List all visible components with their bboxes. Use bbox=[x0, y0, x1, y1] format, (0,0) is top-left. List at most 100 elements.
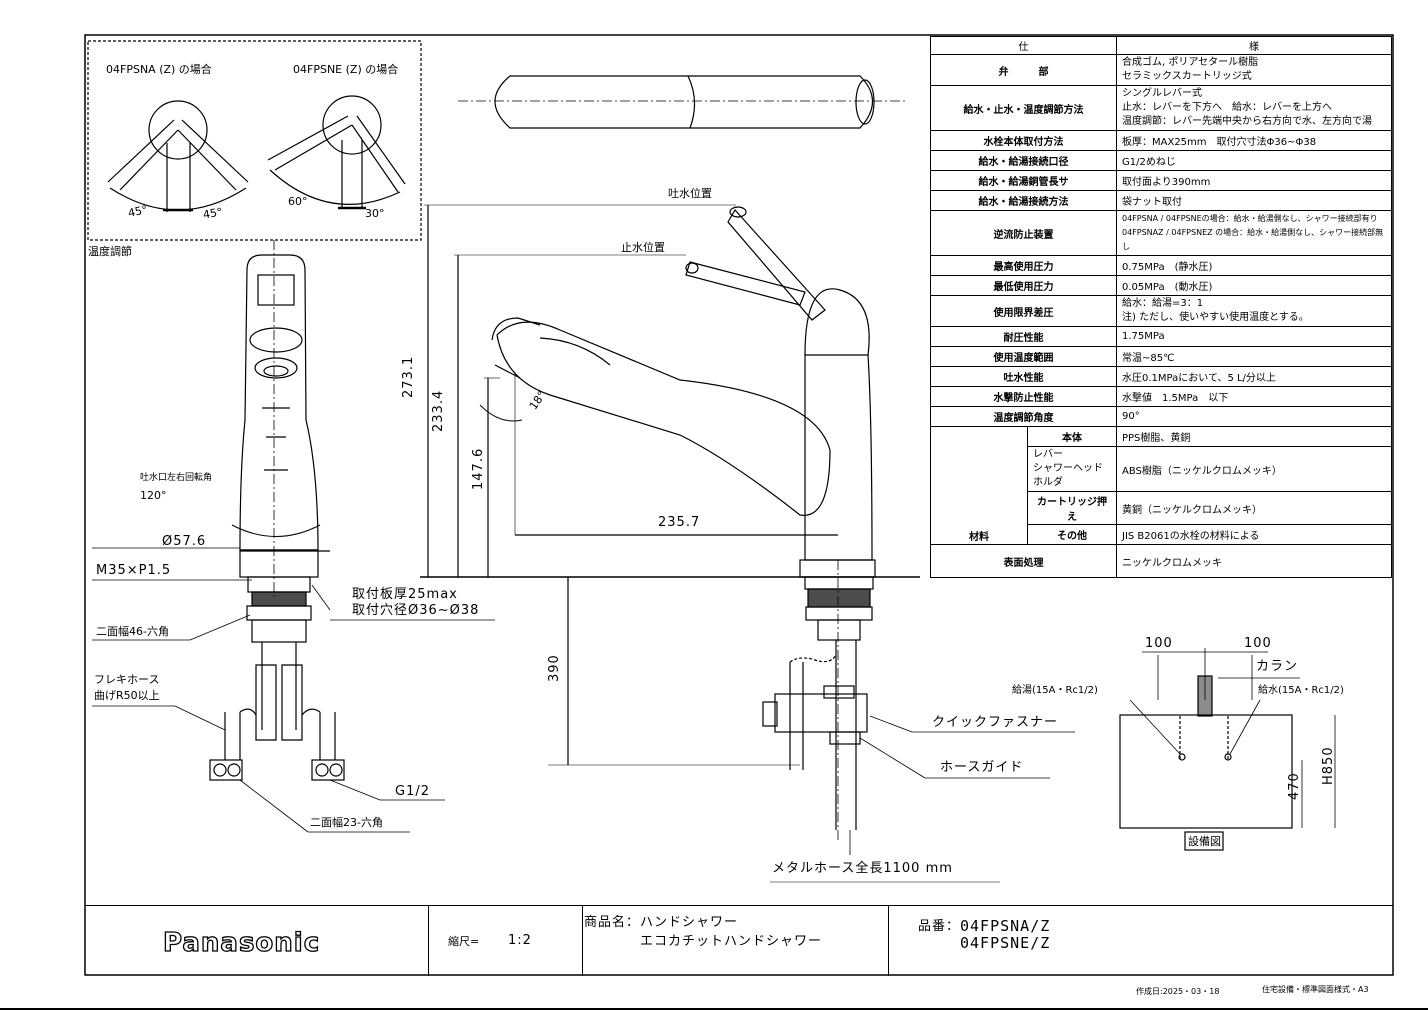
material-label: 材料 bbox=[930, 426, 1028, 545]
temp-range-label: 使用温度範囲 bbox=[930, 346, 1117, 367]
pmin-label: 最低使用圧力 bbox=[930, 275, 1117, 296]
other-label: その他 bbox=[1027, 524, 1117, 545]
control-value-line: シングルレバー式 bbox=[1122, 88, 1202, 99]
part-label: 品番： bbox=[918, 919, 961, 934]
lever-label-line: レバー bbox=[1033, 449, 1063, 460]
control-value-line: 止水：レバーを下方へ 給水：レバーを上方へ bbox=[1122, 102, 1332, 113]
dim-147: 147.6 bbox=[471, 447, 486, 490]
product-cell: 商品名： ハンドシャワー エコカチットハンドシャワー bbox=[582, 906, 889, 976]
scale-cell: 縮尺= 1:2 bbox=[428, 906, 583, 976]
pressure-label: 耐圧性能 bbox=[930, 326, 1117, 347]
karan-label: カラン bbox=[1256, 659, 1299, 674]
backflow-value-line: 04FPSNA / 04FPSNEの場合：給水・給湯側なし、シャワー接続部有り bbox=[1122, 214, 1378, 223]
plimit-value-line: 給水：給湯=3：1 bbox=[1122, 298, 1204, 309]
product-name-1: ハンドシャワー bbox=[640, 915, 739, 930]
pmax-value: 0.75MPa (静水圧) bbox=[1116, 255, 1392, 276]
temp-range-value: 常温~85℃ bbox=[1116, 346, 1392, 367]
surface-label: 表面処理 bbox=[930, 544, 1117, 578]
conn-value: 袋ナット取付 bbox=[1116, 190, 1392, 211]
height-470: 470 bbox=[1287, 772, 1302, 800]
temp-angle-value: 90° bbox=[1116, 406, 1392, 427]
spec-head-left: 仕 bbox=[930, 36, 1117, 55]
thread-label: M35×P1.5 bbox=[96, 563, 172, 578]
cartridge-value: 黄銅（ニッケルクロムメッキ） bbox=[1116, 491, 1392, 525]
pipe-value: 取付面より390mm bbox=[1116, 170, 1392, 191]
rotation-label: 吐水口左右回転角 bbox=[140, 473, 213, 483]
g-half-label: G1/2 bbox=[395, 784, 430, 799]
control-value: シングルレバー式止水：レバーを下方へ 給水：レバーを上方へ温度調節：レバー先端中… bbox=[1116, 85, 1392, 131]
drawing-format: 住宅設備・標準図面様式・A3 bbox=[1262, 985, 1369, 994]
control-label: 給水・止水・温度調節方法 bbox=[930, 85, 1117, 131]
brand-logo: Panasonic bbox=[162, 927, 321, 958]
backflow-value: 04FPSNA / 04FPSNEの場合：給水・給湯側なし、シャワー接続部有り 0… bbox=[1116, 210, 1392, 256]
product-label: 商品名： bbox=[584, 915, 641, 930]
valve-value-line: 合成ゴム, ポリアセタール樹脂 bbox=[1122, 57, 1259, 68]
variant-ne-label: 04FPSNE (Z) の場合 bbox=[293, 63, 399, 76]
part-number-2: 04FPSNE/Z bbox=[960, 934, 1051, 952]
conn-label: 給水・給湯接続方法 bbox=[930, 190, 1117, 211]
plimit-label: 使用限界差圧 bbox=[930, 295, 1117, 327]
valve-value: 合成ゴム, ポリアセタール樹脂セラミックスカートリッジ式 bbox=[1116, 54, 1392, 86]
rotation-angle: 120° bbox=[140, 489, 167, 502]
lever-label-line: ホルダ bbox=[1033, 477, 1063, 488]
hammer-value: 水撃値 1.5MPa 以下 bbox=[1116, 386, 1392, 407]
spout-position-label: 吐水位置 bbox=[668, 187, 712, 200]
spec-table: 仕様 弁 部合成ゴム, ポリアセタール樹脂セラミックスカートリッジ式 給水・止水… bbox=[930, 36, 1392, 578]
quick-fastener-label: クイックファスナー bbox=[932, 715, 1059, 730]
lever-value: ABS樹脂（ニッケルクロムメッキ） bbox=[1116, 446, 1392, 492]
part-cell: 品番： 04FPSNA/Z 04FPSNE/Z bbox=[888, 906, 1392, 976]
creation-date: 作成日:2025・03・18 bbox=[1136, 987, 1220, 996]
spec-head-right: 様 bbox=[1116, 36, 1392, 55]
pmax-label: 最高使用圧力 bbox=[930, 255, 1117, 276]
mount-label: 水栓本体取付方法 bbox=[930, 130, 1117, 151]
install-dim-right: 100 bbox=[1244, 636, 1272, 651]
backflow-value-line: 04FPSNAZ / 04FPSNEZ の場合：給水・給湯側なし、シャワー接続部… bbox=[1122, 228, 1384, 251]
other-value: JIS B2061の水栓の材料による bbox=[1116, 524, 1392, 545]
install-dim-left: 100 bbox=[1145, 636, 1173, 651]
hot-water-label: 給湯(15A・Rc1/2) bbox=[1012, 685, 1098, 696]
dim-235: 235.7 bbox=[658, 515, 701, 530]
pmin-value: 0.05MPa (動水圧) bbox=[1116, 275, 1392, 296]
hammer-label: 水撃防止性能 bbox=[930, 386, 1117, 407]
flow-label: 吐水性能 bbox=[930, 366, 1117, 387]
control-value-line: 温度調節：レバー先端中央から右方向で水、左方向で湯 bbox=[1122, 116, 1372, 127]
hex-23-label: 二面幅23-六角 bbox=[310, 816, 383, 829]
title-block: Panasonic 縮尺= 1:2 商品名： ハンドシャワー エコカチットハンド… bbox=[85, 905, 1393, 976]
stop-position-label: 止水位置 bbox=[621, 241, 665, 254]
mount-value: 板厚：MAX25mm 取付穴寸法Φ36~Φ38 bbox=[1116, 130, 1392, 151]
product-name-2: エコカチットハンドシャワー bbox=[640, 934, 823, 949]
hole-diameter-label: 取付穴径Ø36~Ø38 bbox=[352, 603, 480, 618]
valve-label: 弁 部 bbox=[930, 54, 1117, 86]
valve-value-line: セラミックスカートリッジ式 bbox=[1122, 71, 1252, 82]
diameter-label: Ø57.6 bbox=[162, 534, 207, 549]
plimit-value: 給水：給湯=3：1 注) ただし、使いやすい使用温度とする。 bbox=[1116, 295, 1392, 327]
metal-hose-label: メタルホース全長1100 mm bbox=[772, 861, 953, 876]
install-caption: 設備図 bbox=[1188, 835, 1221, 848]
plate-thickness-label: 取付板厚25max bbox=[352, 587, 458, 602]
brand-cell: Panasonic bbox=[85, 906, 429, 976]
flex-hose-label-1: フレキホース bbox=[94, 673, 160, 686]
hose-guide-label: ホースガイド bbox=[940, 760, 1024, 775]
dim-390: 390 bbox=[547, 654, 562, 682]
cold-water-label: 給水(15A・Rc1/2) bbox=[1258, 685, 1344, 696]
height-850: H850 bbox=[1321, 746, 1336, 785]
temp-control-label: 温度調節 bbox=[88, 245, 132, 258]
lever-label-line: シャワーヘッド bbox=[1033, 463, 1103, 474]
dim-273: 273.1 bbox=[401, 355, 416, 398]
part-number-1: 04FPSNA/Z bbox=[960, 917, 1051, 935]
flex-hose-label-2: 曲げR50以上 bbox=[94, 689, 160, 702]
backflow-label: 逆流防止装置 bbox=[930, 210, 1117, 256]
plimit-value-line: 注) ただし、使いやすい使用温度とする。 bbox=[1122, 312, 1309, 323]
pipe-label: 給水・給湯銅管長サ bbox=[930, 170, 1117, 191]
surface-value: ニッケルクロムメッキ bbox=[1116, 544, 1392, 578]
na-angle-right: 45° bbox=[202, 205, 224, 222]
temp-angle-label: 温度調節角度 bbox=[930, 406, 1117, 427]
scale-value: 1:2 bbox=[508, 933, 532, 948]
dim-233: 233.4 bbox=[431, 389, 446, 432]
flow-value: 水圧0.1MPaにおいて、5 L/分以上 bbox=[1116, 366, 1392, 387]
hex-46-label: 二面幅46-六角 bbox=[96, 625, 169, 638]
port-label: 給水・給湯接続口径 bbox=[930, 150, 1117, 171]
body-label: 本体 bbox=[1027, 426, 1117, 447]
